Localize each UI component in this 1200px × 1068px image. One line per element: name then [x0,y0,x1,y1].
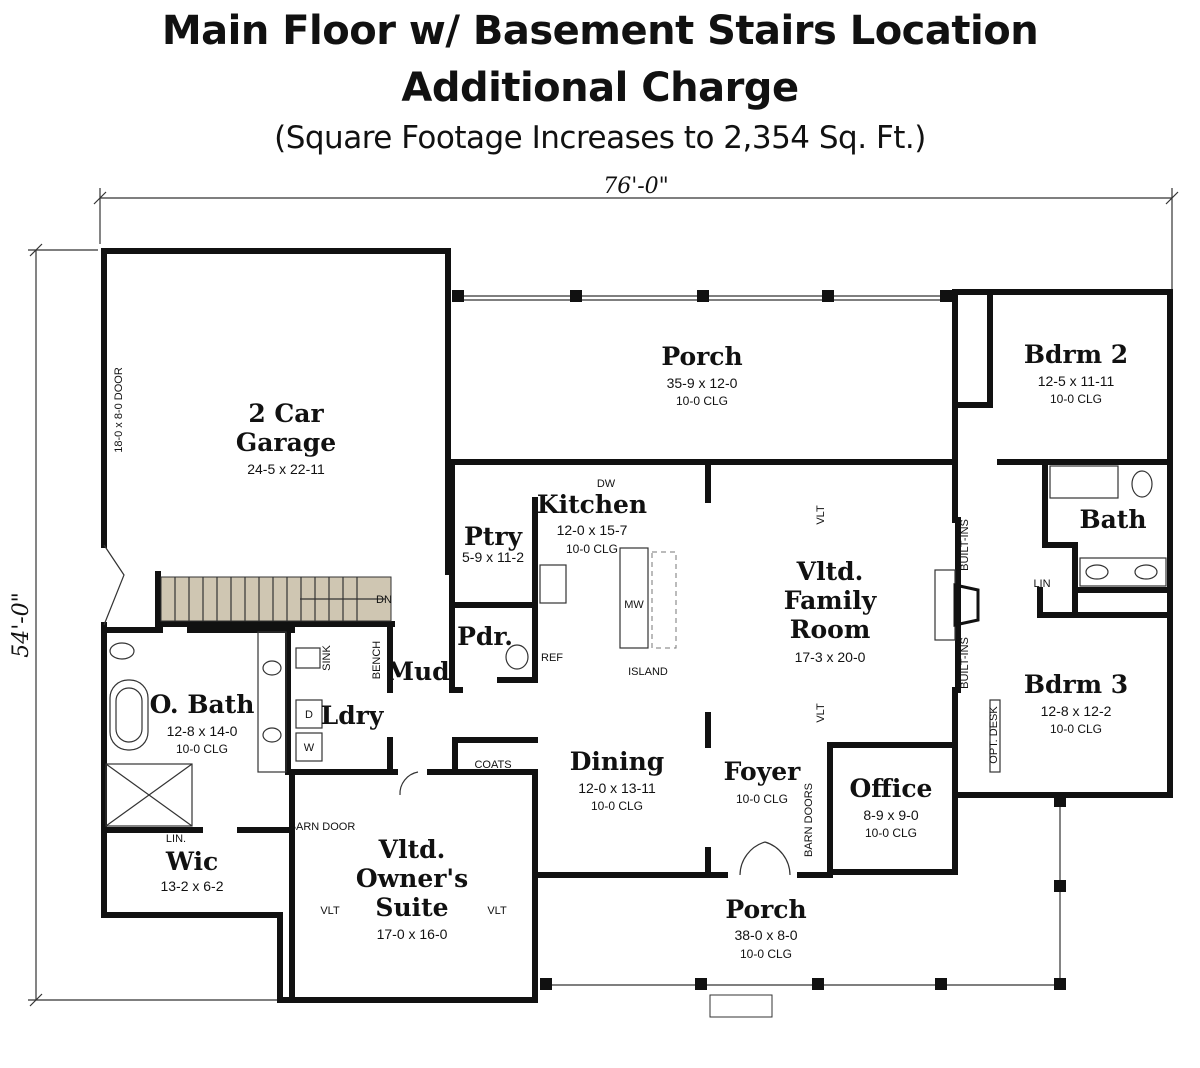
office-size: 8-9 x 9-0 [863,807,918,823]
family-vault-label-2: VLT [815,703,827,723]
obath-size: 12-8 x 14-0 [167,723,238,739]
room-porch-top: Porch 35-9 x 12-0 10-0 CLG [661,342,742,408]
owners-vault-label-right: VLT [487,905,507,917]
dining-name: Dining [570,747,665,776]
garage-door-label: 18-0 x 8-0 DOOR [113,367,125,453]
bdrm3-clg: 10-0 CLG [1050,722,1102,736]
obath-name: O. Bath [150,690,255,719]
garage-name-2: Garage [236,428,336,457]
washer-label: W [304,742,315,754]
room-bdrm2: Bdrm 2 12-5 x 11-11 10-0 CLG [1024,340,1128,406]
opt-desk-label: OPT. DESK [988,706,1000,764]
wic-size: 13-2 x 6-2 [160,878,223,894]
foyer-clg: 10-0 CLG [736,792,788,806]
barn-door-label: BARN DOOR [289,821,356,833]
ldry-name: Ldry [321,701,385,730]
room-ptry: Ptry 5-9 x 11-2 [462,522,524,565]
porch-bottom-size: 38-0 x 8-0 [734,927,797,943]
room-dining: Dining 12-0 x 13-11 10-0 CLG [570,747,665,813]
office-clg: 10-0 CLG [865,826,917,840]
room-family: Vltd. Family Room 17-3 x 20-0 VLT VLT BU… [784,505,971,723]
garage-name-1: 2 Car [248,399,324,428]
family-size: 17-3 x 20-0 [795,649,866,665]
title-line-3: (Square Footage Increases to 2,354 Sq. F… [274,120,926,156]
pdr-name: Pdr. [457,622,513,651]
room-owners-suite: Vltd. Owner's Suite 17-0 x 16-0 VLT VLT … [289,821,507,942]
porch-columns [452,290,1066,1018]
porch-bottom-name: Porch [725,895,806,924]
owners-name-1: Vltd. [378,835,446,864]
bdrm2-name: Bdrm 2 [1024,340,1128,369]
microwave-label: MW [624,599,644,611]
family-vault-label-1: VLT [815,505,827,525]
ptry-name: Ptry [464,522,524,551]
family-name-3: Room [790,615,871,644]
fixtures [103,465,1167,876]
bdrm3-name: Bdrm 3 [1024,670,1128,699]
family-name-1: Vltd. [796,557,864,586]
porch-top-name: Porch [661,342,742,371]
room-office: Office 8-9 x 9-0 10-0 CLG [850,774,933,840]
basement-stairs: DN [160,576,392,622]
room-foyer: Foyer 10-0 CLG BARN DOORS [724,757,815,857]
bdrm2-clg: 10-0 CLG [1050,392,1102,406]
title-line-1: Main Floor w/ Basement Stairs Location [161,8,1039,54]
width-dimension-label: 76'-0" [603,174,669,199]
porch-bottom-clg: 10-0 CLG [740,947,792,961]
refrigerator-label: REF [541,652,563,664]
depth-dimension: 54'-0" [9,243,280,1007]
room-kitchen: Kitchen 12-0 x 15-7 10-0 CLG DW MW ISLAN… [537,478,668,678]
room-bdrm3: Bdrm 3 12-8 x 12-2 10-0 CLG OPT. DESK [988,670,1128,764]
mud-name: Mud [386,657,449,686]
barn-doors-label: BARN DOORS [803,783,815,857]
room-garage: 2 Car Garage 24-5 x 22-11 18-0 x 8-0 DOO… [113,367,336,477]
width-dimension: 76'-0" [93,174,1179,290]
wic-linen-label: LIN. [166,833,186,845]
obath-clg: 10-0 CLG [176,742,228,756]
sink-label: SINK [321,645,333,671]
owners-size: 17-0 x 16-0 [377,926,448,942]
built-ins-label-1: BUILT-INS [959,519,971,571]
coats-label: COATS [474,759,511,771]
room-obath: O. Bath 12-8 x 14-0 10-0 CLG [150,690,255,756]
stairs-down-label: DN [376,594,392,606]
walls [101,248,1173,1003]
room-bath: Bath LIN [1033,505,1146,590]
foyer-name: Foyer [724,757,801,786]
garage-size: 24-5 x 22-11 [247,461,325,477]
room-ldry: Ldry SINK D W [304,645,385,754]
depth-dimension-label: 54'-0" [9,592,34,658]
kitchen-clg: 10-0 CLG [566,542,618,556]
linen-label: LIN [1033,578,1050,590]
family-name-2: Family [784,586,878,615]
kitchen-name: Kitchen [537,490,647,519]
owners-name-3: Suite [375,893,448,922]
room-mud: Mud BENCH COATS [371,641,512,771]
ptry-size: 5-9 x 11-2 [462,549,524,565]
wic-name: Wic [165,847,218,876]
built-ins-label-2: BUILT-INS [959,637,971,689]
bench-label: BENCH [371,641,383,680]
island-label: ISLAND [628,666,668,678]
bdrm2-size: 12-5 x 11-11 [1038,373,1115,389]
porch-top-clg: 10-0 CLG [676,394,728,408]
dining-size: 12-0 x 13-11 [578,780,656,796]
dryer-label: D [305,709,313,721]
dishwasher-label: DW [597,478,616,490]
room-pdr: Pdr. [457,622,513,651]
owners-name-2: Owner's [356,864,468,893]
room-porch-bottom: Porch 38-0 x 8-0 10-0 CLG [725,895,806,961]
room-wic: Wic 13-2 x 6-2 LIN. [160,833,223,894]
title-line-2: Additional Charge [401,65,799,111]
dining-clg: 10-0 CLG [591,799,643,813]
bath-name: Bath [1079,505,1146,534]
bdrm3-size: 12-8 x 12-2 [1041,703,1112,719]
owners-vault-label-left: VLT [320,905,340,917]
office-name: Office [850,774,933,803]
porch-top-size: 35-9 x 12-0 [667,375,738,391]
kitchen-size: 12-0 x 15-7 [557,522,628,538]
